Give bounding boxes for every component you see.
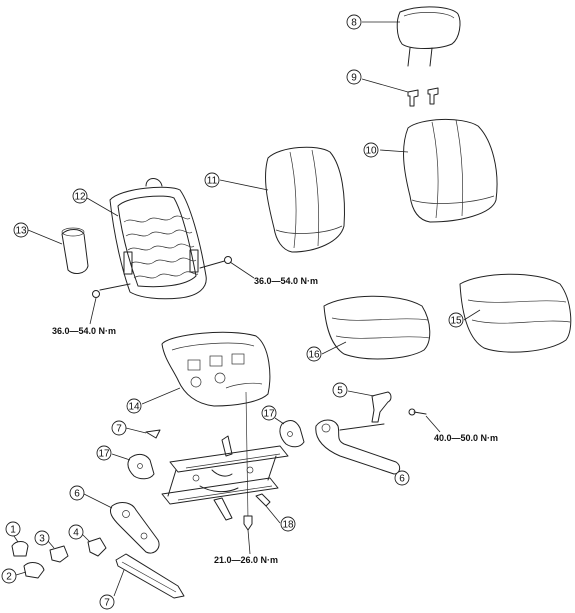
callout-14: 14 [128,402,140,413]
seat-cushion-frame-part [161,331,271,521]
seat-cushion-trim-part [459,273,572,353]
callout-6-left: 6 [74,489,80,500]
recliner-lever-part [371,391,427,423]
callout-18: 18 [282,520,294,531]
cover-left-part [127,453,155,480]
side-shield-right-part [315,419,401,475]
armrest-part [61,227,89,274]
callout-1: 1 [10,525,16,536]
callout-7-upper: 7 [116,424,122,435]
trim-cap-2-part [23,562,45,579]
callout-17-right: 17 [263,409,275,420]
torque-frame-left: 36.0—54.0 N·m [52,326,116,336]
headrest-guide-part [407,87,439,107]
torque-recliner: 40.0—50.0 N·m [434,433,498,443]
torque-track: 21.0—26.0 N·m [214,555,278,565]
cover-4-part [87,537,107,557]
callout-9: 9 [351,73,357,84]
cover-right-part [279,420,305,448]
seatback-frame-part [92,178,232,300]
callout-7-lower: 7 [104,598,110,609]
trim-cap-1-part [11,541,29,557]
callout-11: 11 [207,176,218,187]
callout-12: 12 [74,192,86,203]
side-trim-strip-part [115,553,185,599]
callout-8: 8 [351,18,357,29]
callout-4: 4 [73,528,79,539]
headrest-part [396,6,461,67]
cap-part [145,429,161,439]
seatback-trim-part [403,118,498,223]
callout-5: 5 [337,386,343,397]
callout-13: 13 [15,226,27,237]
seat-cushion-pad-part [323,295,431,360]
side-shield-left-part [109,502,160,554]
callout-6-right: 6 [399,474,405,485]
callout-15: 15 [450,316,462,327]
cover-3-part [49,545,69,563]
callout-2: 2 [6,572,12,583]
torque-frame-right: 36.0—54.0 N·m [254,276,318,286]
seat-track-part [161,435,289,531]
callout-17-left: 17 [98,449,110,460]
callout-10: 10 [365,146,377,157]
callout-3: 3 [39,534,45,545]
callout-16: 16 [308,350,320,361]
seatback-pad-part [265,146,345,253]
